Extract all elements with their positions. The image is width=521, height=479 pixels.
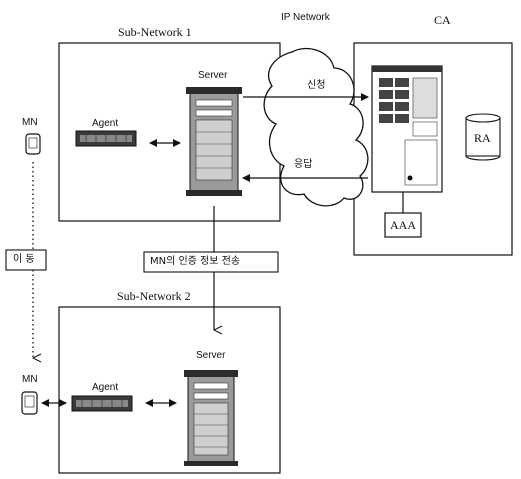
- mn-bottom-device-icon: [21, 391, 38, 415]
- response-label: 응답: [294, 159, 313, 170]
- transfer-label: MN의 인증 정보 전송: [150, 256, 241, 267]
- agent-1-icon: [75, 130, 137, 147]
- aaa-box: [384, 212, 422, 238]
- ra-label: RA: [474, 131, 491, 145]
- transfer-label-box: [143, 251, 279, 273]
- sub-network-2-box: [58, 306, 281, 474]
- agent-1-label: Agent: [92, 118, 119, 129]
- move-label-box: [5, 249, 47, 271]
- ip-network-cloud: [263, 47, 369, 207]
- aaa-label: AAA: [390, 218, 416, 232]
- server-2-icon: [184, 370, 238, 466]
- mn-top-label: MN: [22, 117, 38, 128]
- mn-top-device-icon: [25, 133, 41, 155]
- server-1-icon: [186, 87, 242, 196]
- agent-2-label: Agent: [92, 382, 119, 393]
- sub-network-1-title: Sub-Network 1: [118, 25, 192, 39]
- move-label: 이 동: [13, 254, 35, 265]
- ca-title: CA: [434, 13, 451, 27]
- sub-network-2-title: Sub-Network 2: [117, 289, 191, 303]
- ra-icon: [465, 113, 501, 161]
- mn-bottom-label: MN: [22, 374, 38, 385]
- request-label: 신청: [307, 80, 326, 91]
- agent-2-icon: [71, 395, 133, 412]
- server-1-label: Server: [198, 70, 228, 81]
- ip-network-title: IP Network: [281, 12, 330, 23]
- server-2-label: Server: [196, 350, 226, 361]
- ca-rack-icon: [371, 65, 443, 193]
